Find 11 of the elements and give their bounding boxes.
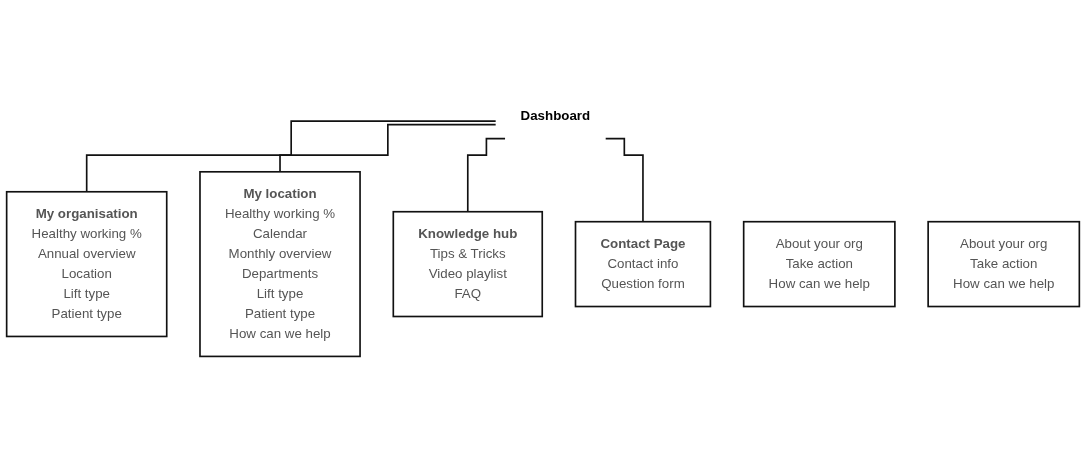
node-text: Dashboard: [520, 108, 591, 123]
node-box: My organisation Healthy working % Annual overview Location Lift type Patient type: [5, 190, 168, 338]
node-box: Contact Page Contact info Question form: [574, 220, 712, 308]
connector: [85, 120, 497, 193]
connector: [466, 137, 506, 213]
node-box: My location Healthy working % Calendar Monthly overview Departments Lift type Patient type How can we help: [199, 170, 361, 358]
connector: [604, 137, 644, 223]
node-box: About your org Take action How can we help: [927, 220, 1081, 308]
node-box: About your org Take action How can we help: [742, 220, 896, 308]
node-box: Knowledge hub Tips & Tricks Video playlist FAQ: [392, 210, 544, 318]
connector: [279, 123, 497, 173]
